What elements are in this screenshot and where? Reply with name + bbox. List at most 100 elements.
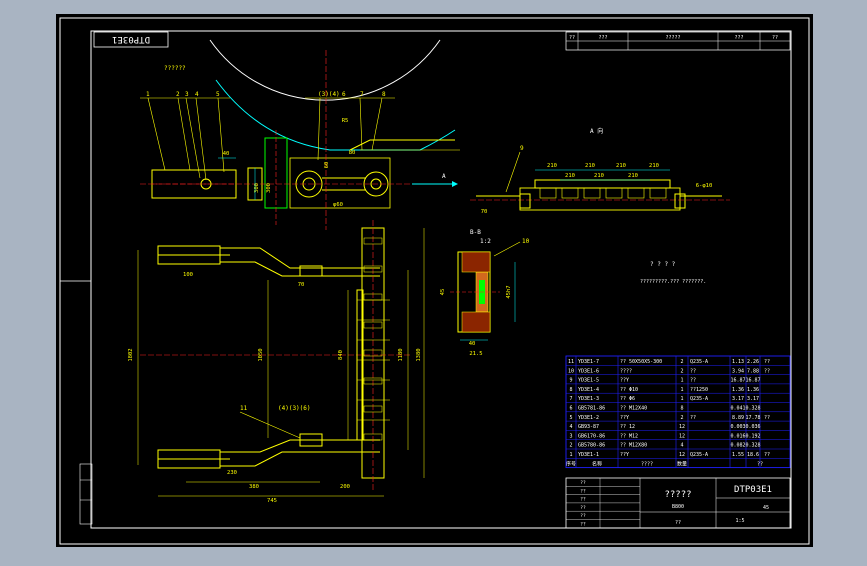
header-cell: ?? [569,35,575,41]
arrow-a-label: A [442,173,446,180]
view-a-dim: 210 [649,163,659,169]
bom-name: ??Y [620,452,629,458]
bom-qty: 8 [680,406,683,412]
bom-code: GB6170-86 [578,433,605,439]
plan-dimension: 1050 [258,348,264,361]
bom-name: ?? Φ6 [620,396,635,402]
title-small-cell: ?? [580,513,586,519]
plan-dimension: 1380 [416,348,422,361]
drum-arc [209,39,441,101]
bracket-mark [363,265,383,273]
title-small-cell: ?? [580,480,586,486]
view-a-slat [539,187,557,199]
bom-qty: 1 [680,378,683,384]
plan-dimension: 840 [338,350,344,360]
bom-no: 8 [569,387,572,393]
view-a-callout: 9 [520,145,524,152]
bom-name: ??Y [620,415,629,421]
bom-total-weight: 0.328 [745,406,760,412]
view-a-slat [583,187,601,199]
plan-rungs [357,237,390,441]
bom-total-weight: 16.87 [745,378,760,384]
plan-dimension: 1802 [128,348,134,361]
bom-no: 7 [569,396,572,402]
section-dim: 21.5 [469,351,482,357]
dimension-label: φ60 [333,202,343,208]
bom-name: ?? 12 [620,424,635,430]
header-cell: ??? [598,35,607,41]
bom-note: ?? [764,359,770,365]
section-scale: 1:2 [480,238,491,245]
bom-unit-weight: 0.041 [730,406,745,412]
callout-number: 1 [146,91,150,98]
view-a-label: A 向 [590,127,603,135]
section-dim: 45 [440,289,446,296]
plan-dimension: 200 [340,484,350,490]
plan-dimension: 380 [249,484,259,490]
plan-leader [239,411,301,439]
plan-callout: 11 [240,405,248,412]
title-small-cell: ?? [580,497,586,503]
view-a-dim: 210 [547,163,557,169]
bom-unit-weight: 0.016 [730,433,745,439]
bom-code: GB93-87 [578,424,599,430]
bom-code: YD3E1-7 [578,359,599,365]
bom-header-cell: 名称 [592,460,602,467]
view-a-hole-dim: 6-φ10 [696,183,713,189]
plan-dimension: 1180 [398,348,404,361]
bom-name: ?? M12X80 [620,443,647,449]
bom-no: 2 [569,443,572,449]
plan-group-callout: (4)(3)(6) [278,405,311,412]
bom-header-cell: ?? [757,461,763,467]
bom-total-weight: 0.328 [745,443,760,449]
view-a-dim: 210 [594,173,604,179]
section-label: B-B [470,229,481,236]
tech-notes-text: ?????????.??? ???????. [640,279,706,285]
bom-total-weight: 0.192 [745,433,760,439]
bom-material: ??1250 [690,387,708,393]
bom-name: ?? Φ10 [620,387,638,393]
top-view-leaders [140,97,395,181]
title-block-title: ????? [664,490,691,500]
callout-number: 3 [185,91,189,98]
title-small-cell: ?? [580,522,586,528]
bracket-mark [363,321,383,329]
drawing-code-text: DTP03E1 [112,34,150,44]
bracket-mark [363,349,383,357]
section-dim: 45h7 [506,285,512,298]
view-a-leader [505,151,521,193]
bom-no: 1 [569,452,572,458]
bom-total-weight: 18.6 [747,452,759,458]
bom-unit-weight: 0.082 [730,443,745,449]
bom-qty: 1 [680,396,683,402]
callout-number: 2 [176,91,180,98]
bom-total-weight: 17.78 [745,415,760,421]
header-cell: ??? [734,35,743,41]
title-block-sub: B800 [672,504,684,510]
bom-name: ?? 50X50X5-300 [620,359,662,365]
bom-material: ?? [690,378,696,384]
bom-no: 9 [569,378,572,384]
bom-qty: 12 [679,452,685,458]
title-block-weight: 45 [763,505,769,511]
bom-code: YD3E1-2 [578,415,599,421]
view-a-end-dim: 70 [481,209,488,215]
bom-no: 3 [569,433,572,439]
bom-header-cell: 序号 [566,460,576,467]
drawing-code-box: DTP03E1 [93,31,169,48]
bom-material: Q235-A [690,359,708,365]
bracket-mark [363,377,383,385]
title-small-cell: ?? [580,488,586,494]
bom-total-weight: 7.88 [747,368,759,374]
title-block-scale: 1:5 [735,518,744,524]
bom-name: ?? M12X40 [620,406,647,412]
dimension-label: 80 [349,150,356,156]
plan-dimension: 100 [183,272,193,278]
plan-dimension: 230 [227,470,237,476]
tech-notes-title: ? ? ? ? [650,261,676,268]
bom-total-weight: 3.17 [747,396,759,402]
